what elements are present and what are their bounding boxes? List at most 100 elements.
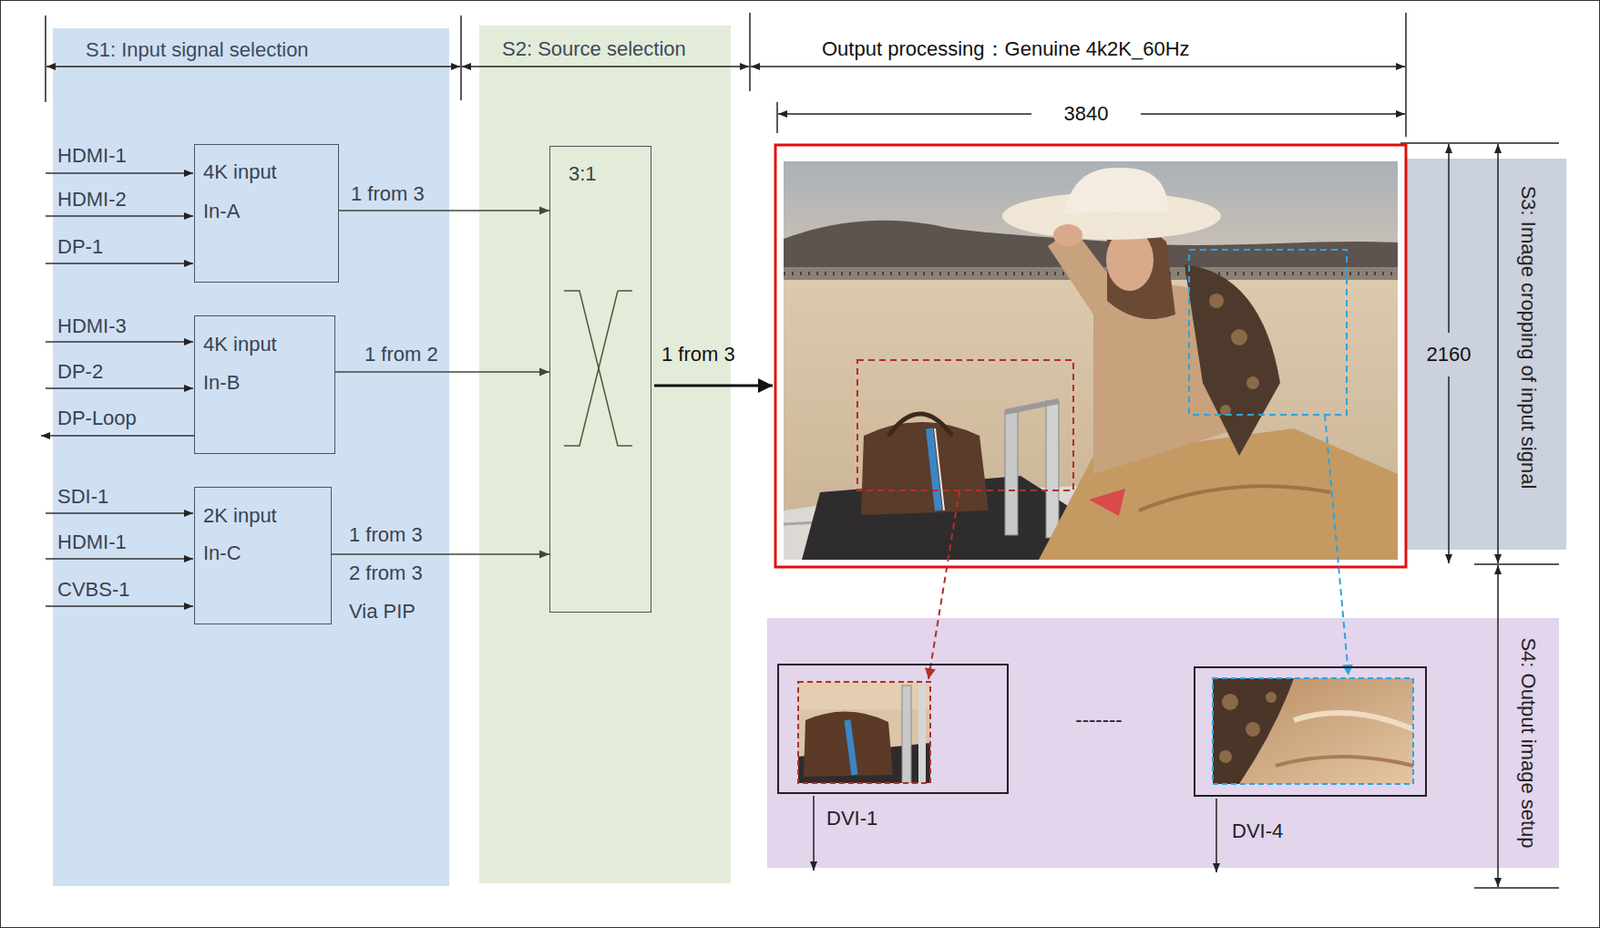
- output-crop-image: [1212, 677, 1414, 784]
- node-text: 2K input: [203, 503, 277, 528]
- switch-box: 3:1: [549, 145, 652, 613]
- dimension-lines: [1474, 886, 1559, 889]
- signal-name: HDMI-1: [57, 530, 127, 554]
- signal-name: DP-Loop: [57, 406, 137, 431]
- input-signal-arrows: [45, 387, 194, 390]
- dimension-lines: [460, 15, 462, 101]
- dimension-lines: [1497, 143, 1499, 564]
- dimension-lines: [1447, 376, 1450, 564]
- dimension-lines: [1140, 112, 1406, 115]
- photo-illustration: [1189, 249, 1347, 415]
- input-signal-arrows: [41, 173, 195, 606]
- node-text: 4K input: [203, 332, 277, 357]
- crossbar-symbol: [564, 290, 633, 446]
- stage-band: S2: Source selection3:1: [479, 25, 731, 883]
- photo-illustration: [1005, 411, 1018, 535]
- band-fill: [1405, 158, 1567, 550]
- photo-illustration: [1138, 485, 1331, 511]
- signal-connector: [331, 553, 550, 555]
- stage-band: S4: Output image setupDVI-1DVI-4: [767, 617, 1559, 868]
- dimension-lines: [750, 65, 1406, 68]
- output-crop-image: [1212, 677, 1414, 784]
- input-signal-arrows: [45, 512, 194, 514]
- crossbar-symbol: [564, 290, 633, 446]
- crossbar-symbol: [564, 290, 618, 446]
- edge-label: 1 from 3 2 from 3 Via PIP: [348, 515, 436, 631]
- dimension-lines: [45, 12, 1559, 888]
- flow-label: 1 from 3: [661, 342, 736, 367]
- vertical-title: S3: Image cropping of input signal: [1516, 185, 1540, 490]
- node-text: In-B: [203, 370, 240, 395]
- dimension-lines: [1474, 563, 1559, 565]
- output-crop-image: [798, 681, 931, 783]
- input-signal-arrows: [45, 172, 194, 175]
- photo-illustration: [1209, 293, 1224, 308]
- photo-illustration: [1324, 414, 1349, 676]
- output-crop-image: [1221, 693, 1239, 710]
- output-crop-image: [1212, 677, 1414, 784]
- node-text: S1: Input signal selection: [85, 38, 309, 62]
- band-fill: [479, 25, 731, 883]
- port-label: DVI-4: [1231, 819, 1283, 843]
- output-crop-image: [1212, 677, 1294, 784]
- output-crop-image: [918, 681, 926, 783]
- ellipsis-mark: -------: [1075, 707, 1122, 732]
- photo-illustration: [861, 421, 989, 515]
- output-crop-image: [1219, 749, 1232, 763]
- photo-illustration: [888, 413, 953, 436]
- signal-name: DP-1: [57, 235, 103, 259]
- input-signal-arrows: [45, 605, 194, 607]
- dimension-value: 2160: [1426, 342, 1472, 367]
- output-port-arrows: [812, 795, 815, 871]
- signal-name: CVBS-1: [57, 577, 130, 602]
- dimension-lines: [1400, 142, 1559, 144]
- port-label: DVI-1: [826, 806, 878, 831]
- edge-label: 1 from 2: [364, 342, 439, 367]
- output-crop-image: [1275, 756, 1414, 766]
- signal-name: HDMI-3: [57, 314, 127, 339]
- output-crop-image: [1245, 721, 1261, 737]
- output-port-arrows: [1215, 798, 1218, 872]
- crossbar-symbol: [617, 289, 633, 292]
- photo-illustration: [1246, 376, 1260, 390]
- input-card: 4K inputIn-A: [194, 143, 339, 283]
- output-crop-image: [902, 685, 912, 783]
- signal-connector: [338, 209, 550, 212]
- photo-illustration: [934, 428, 944, 511]
- dimension-value: 3840: [1064, 102, 1109, 126]
- signal-name: HDMI-1: [57, 143, 127, 168]
- dimension-lines: [778, 112, 1032, 115]
- dimension-lines: [46, 65, 461, 68]
- dimension-lines: [44, 15, 47, 103]
- dimension-lines: [461, 65, 749, 68]
- output-crop-image: [798, 681, 931, 783]
- output-crop-image: [798, 677, 1414, 784]
- output-arrow: [654, 384, 773, 388]
- photo-illustration: [783, 279, 1398, 560]
- output-crop-image: [1293, 712, 1414, 729]
- photo-illustration: [928, 490, 960, 679]
- input-signal-arrows: [41, 434, 195, 437]
- band-fill: [767, 617, 1559, 868]
- photo-illustration: [1230, 328, 1248, 346]
- node-text: 4K input: [203, 160, 277, 185]
- photo-illustration: [1107, 226, 1176, 319]
- output-frame: DVI-1: [777, 663, 1009, 794]
- photo-illustration: [783, 161, 1398, 560]
- input-signal-arrows: [45, 557, 194, 560]
- photo-illustration: [1184, 264, 1281, 456]
- output-crop-image: [798, 681, 931, 783]
- dimension-lines: [1497, 564, 1499, 887]
- photo-illustration: [1046, 400, 1059, 538]
- photo-illustration: [1005, 400, 1059, 412]
- dimension-lines: [748, 12, 751, 92]
- photo-illustration: [775, 144, 1406, 679]
- edge-label: 1 from 3: [350, 182, 425, 206]
- input-card: 4K inputIn-B: [194, 315, 336, 454]
- band-fill: [52, 28, 450, 886]
- output-port-arrows: [813, 795, 1217, 872]
- signal-name: SDI-1: [57, 484, 109, 509]
- input-card: 2K inputIn-C: [194, 486, 332, 625]
